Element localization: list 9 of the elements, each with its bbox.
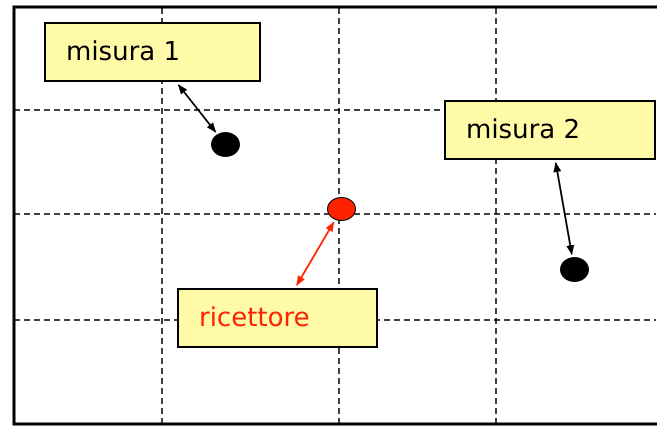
label-box: misura 2 [444,100,656,160]
point-dot [327,197,356,221]
point-dot [560,257,589,282]
label-box: ricettore [177,288,378,348]
label-box: misura 1 [44,22,261,82]
arrow [296,222,334,286]
arrow [553,162,574,256]
arrow [178,84,216,133]
point-dot [211,132,240,157]
